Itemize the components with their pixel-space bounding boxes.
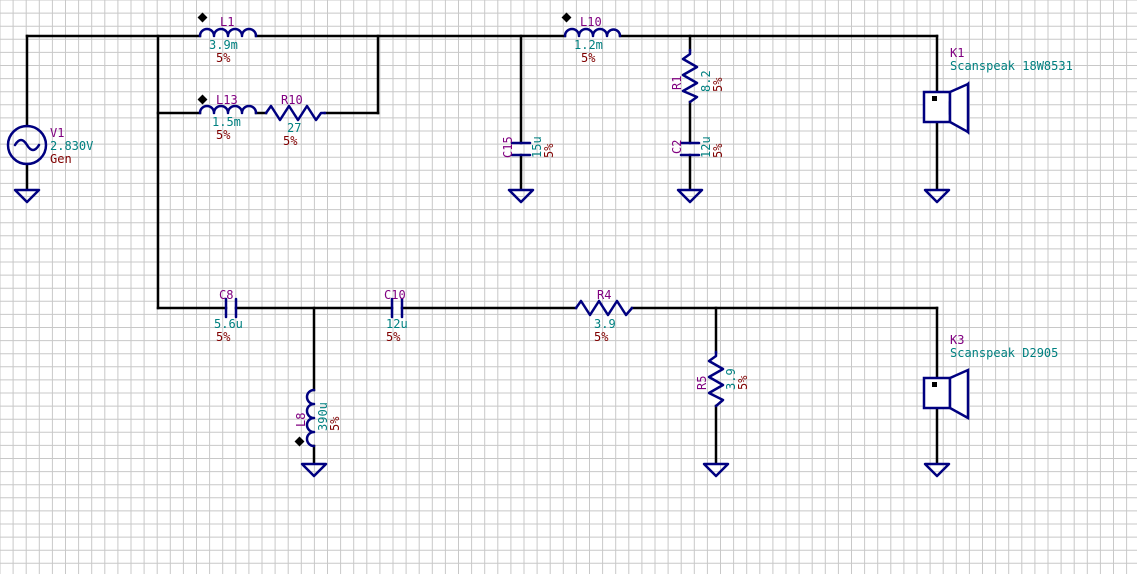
capacitor-C8[interactable]: C8 5.6u 5% <box>214 288 243 344</box>
c2-tolerance: 5% <box>711 143 725 158</box>
v1-label: Gen <box>50 152 72 166</box>
ground-icon <box>676 188 704 204</box>
r10-tolerance: 5% <box>283 134 298 148</box>
l8-tolerance: 5% <box>328 416 342 431</box>
c15-name: C15 <box>501 136 515 158</box>
c8-value: 5.6u <box>214 317 243 331</box>
l10-tolerance: 5% <box>581 51 596 65</box>
speaker-K1[interactable]: K1 Scanspeak 18W8531 <box>922 46 1073 136</box>
r5-tolerance: 5% <box>736 375 750 390</box>
k1-model: Scanspeak 18W8531 <box>950 59 1073 73</box>
c15-value: 15u <box>530 136 544 158</box>
resistor-R5[interactable]: R5 3.9 5% <box>695 350 750 408</box>
r1-value: 8.2 <box>699 70 713 92</box>
capacitor-C15[interactable]: C15 15u 5% <box>501 136 556 158</box>
inductor-L1[interactable]: L1 3.9m 5% <box>197 12 258 65</box>
r4-value: 3.9 <box>594 317 616 331</box>
k3-name: K3 <box>950 333 964 347</box>
ground-icon <box>923 188 951 204</box>
k3-model: Scanspeak D2905 <box>950 346 1058 360</box>
resistor-R1[interactable]: R1 8.2 5% <box>670 48 725 104</box>
inductor-L8[interactable]: L8 390u 5% <box>294 388 342 448</box>
l10-name: L10 <box>580 15 602 29</box>
l10-value: 1.2m <box>574 38 603 52</box>
resistor-R4[interactable]: R4 3.9 5% <box>574 288 634 344</box>
ground-icon <box>300 462 328 478</box>
wires <box>25 34 939 464</box>
capacitor-C10[interactable]: C10 12u 5% <box>384 288 408 344</box>
c8-tolerance: 5% <box>216 330 231 344</box>
l13-name: L13 <box>216 93 238 107</box>
ground-icon <box>13 188 41 204</box>
c15-tolerance: 5% <box>542 143 556 158</box>
r5-value: 3.9 <box>724 368 738 390</box>
c2-name: C2 <box>670 140 684 154</box>
k1-name: K1 <box>950 46 964 60</box>
c10-name: C10 <box>384 288 406 302</box>
c10-tolerance: 5% <box>386 330 401 344</box>
v1-value: 2.830V <box>50 139 93 153</box>
source-V1[interactable]: V1 2.830V Gen <box>6 124 93 166</box>
v1-name: V1 <box>50 126 64 140</box>
speaker-K3[interactable]: K3 Scanspeak D2905 <box>922 333 1058 421</box>
l1-value: 3.9m <box>209 38 238 52</box>
r4-name: R4 <box>597 288 611 302</box>
ground-icon <box>507 188 535 204</box>
l13-tolerance: 5% <box>216 128 231 142</box>
l8-name: L8 <box>294 413 308 427</box>
c10-value: 12u <box>386 317 408 331</box>
ground-icon <box>923 462 951 478</box>
c8-name: C8 <box>219 288 233 302</box>
r5-name: R5 <box>695 376 709 390</box>
inductor-L13[interactable]: L13 1.5m 5% <box>197 93 258 142</box>
ground-symbols <box>13 188 951 478</box>
capacitor-C2[interactable]: C2 12u 5% <box>670 136 725 158</box>
c2-value: 12u <box>699 136 713 158</box>
r4-tolerance: 5% <box>594 330 609 344</box>
inductor-L10[interactable]: L10 1.2m 5% <box>561 12 622 65</box>
l1-tolerance: 5% <box>216 51 231 65</box>
resistor-R10[interactable]: R10 27 5% <box>264 93 327 148</box>
r10-value: 27 <box>287 121 301 135</box>
l8-value: 390u <box>316 402 330 431</box>
l1-name: L1 <box>220 15 234 29</box>
ground-icon <box>702 462 730 478</box>
r1-name: R1 <box>670 76 684 90</box>
r10-name: R10 <box>281 93 303 107</box>
l13-value: 1.5m <box>212 115 241 129</box>
r1-tolerance: 5% <box>711 77 725 92</box>
